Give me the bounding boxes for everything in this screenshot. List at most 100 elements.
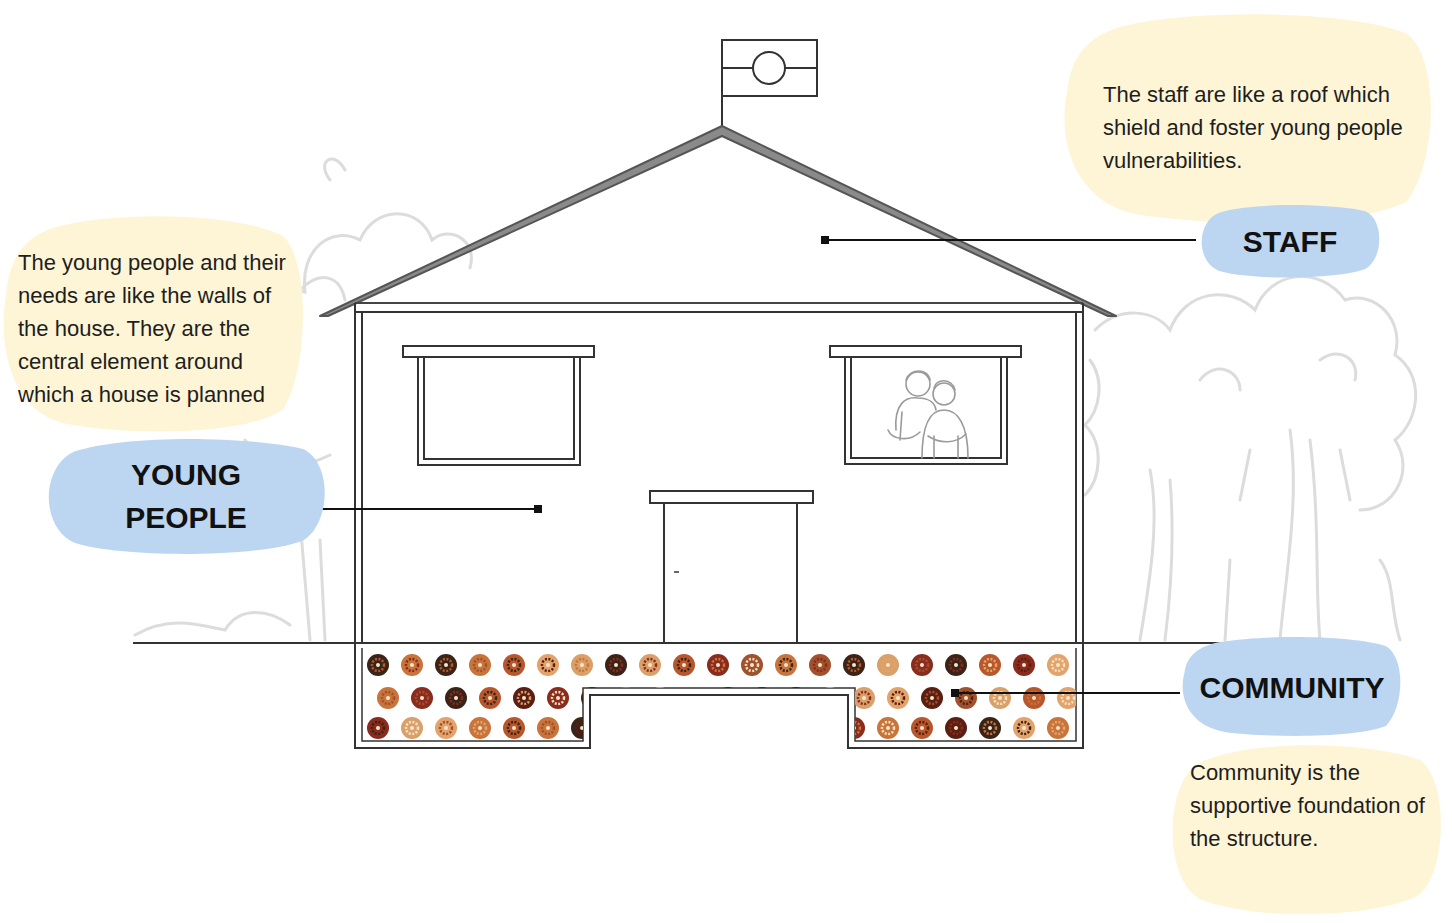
dot-center <box>478 726 482 730</box>
dot-center <box>614 726 618 730</box>
dot-center <box>546 726 550 730</box>
dot-ring <box>916 722 928 734</box>
dot-ring <box>950 722 962 734</box>
dot <box>741 654 763 676</box>
dot <box>921 687 943 709</box>
dot-center <box>556 696 560 700</box>
dot-center <box>886 726 890 730</box>
dot-center <box>828 696 832 700</box>
dot-ring <box>746 659 758 671</box>
dot-center <box>862 696 866 700</box>
dot-center <box>886 663 890 667</box>
dot <box>547 687 569 709</box>
dot-ring <box>474 722 486 734</box>
door <box>650 491 813 643</box>
dot-center <box>1022 663 1026 667</box>
dot-ring <box>984 722 996 734</box>
dot-center <box>682 663 686 667</box>
dot <box>945 654 967 676</box>
dot-center <box>580 663 584 667</box>
dot-ring <box>474 659 486 671</box>
leader-lines <box>290 236 1196 697</box>
dot-center <box>376 663 380 667</box>
dot-ring <box>916 659 928 671</box>
dot-center <box>512 663 516 667</box>
dot-ring <box>372 659 384 671</box>
dot-ring <box>926 692 938 704</box>
label-blob: YOUNG PEOPLE <box>40 434 332 558</box>
dot-center <box>546 663 550 667</box>
dot-ring <box>644 722 656 734</box>
dot-center <box>852 726 856 730</box>
label-blob: COMMUNITY <box>1180 636 1404 738</box>
ground-line <box>133 642 1365 644</box>
dot <box>605 654 627 676</box>
dot-ring <box>542 722 554 734</box>
windows <box>403 346 1021 465</box>
flag <box>722 40 817 130</box>
dot-center <box>1056 726 1060 730</box>
dot-ring <box>848 722 860 734</box>
dot-ring <box>440 659 452 671</box>
dot-center <box>954 663 958 667</box>
dot-center <box>590 696 594 700</box>
dot-center <box>692 696 696 700</box>
dot <box>751 687 773 709</box>
blob-fill <box>1202 205 1380 277</box>
dot-ring <box>610 659 622 671</box>
dot-ring <box>814 722 826 734</box>
dot <box>809 717 831 739</box>
dot <box>673 717 695 739</box>
dot-ring <box>508 659 520 671</box>
dot-center <box>1066 696 1070 700</box>
dot-center <box>682 726 686 730</box>
description-text: The young people and their needs are lik… <box>18 246 288 411</box>
dot-ring <box>610 722 622 734</box>
dot-ring <box>678 659 690 671</box>
dot-ring <box>1018 722 1030 734</box>
dot-center <box>998 696 1002 700</box>
foundation <box>355 643 1083 748</box>
dot <box>581 687 603 709</box>
dot-ring <box>620 692 632 704</box>
description-text: The staff are like a roof which shield a… <box>1103 78 1423 177</box>
dot-center <box>1056 663 1060 667</box>
dot-center <box>726 696 730 700</box>
dot-ring <box>372 722 384 734</box>
dot <box>605 717 627 739</box>
group-label: YOUNG PEOPLE <box>111 453 261 539</box>
dot-ring <box>780 722 792 734</box>
dot <box>649 687 671 709</box>
dot <box>979 717 1001 739</box>
dot-ring <box>722 692 734 704</box>
dot <box>503 717 525 739</box>
people-sketch <box>888 371 968 458</box>
dot-center <box>580 726 584 730</box>
dot-center <box>964 696 968 700</box>
dot <box>887 687 909 709</box>
dot-ring <box>406 659 418 671</box>
walls <box>355 303 1083 643</box>
dot-ring <box>780 659 792 671</box>
dot-ring <box>1018 659 1030 671</box>
dot-center <box>614 663 618 667</box>
dot-center <box>852 663 856 667</box>
dot-ring <box>824 692 836 704</box>
dot <box>377 687 399 709</box>
dot-center <box>784 726 788 730</box>
dot-center <box>444 726 448 730</box>
dot-ring <box>950 659 962 671</box>
dot <box>809 654 831 676</box>
dot-center <box>376 726 380 730</box>
dot-center <box>648 663 652 667</box>
dot-center <box>488 696 492 700</box>
dot-ring <box>756 692 768 704</box>
dot-ring <box>1052 659 1064 671</box>
dot <box>979 654 1001 676</box>
dot-ring <box>382 692 394 704</box>
dot-center <box>420 696 424 700</box>
dot-center <box>784 663 788 667</box>
dot-ring <box>858 692 870 704</box>
dot <box>775 654 797 676</box>
dot <box>513 687 535 709</box>
